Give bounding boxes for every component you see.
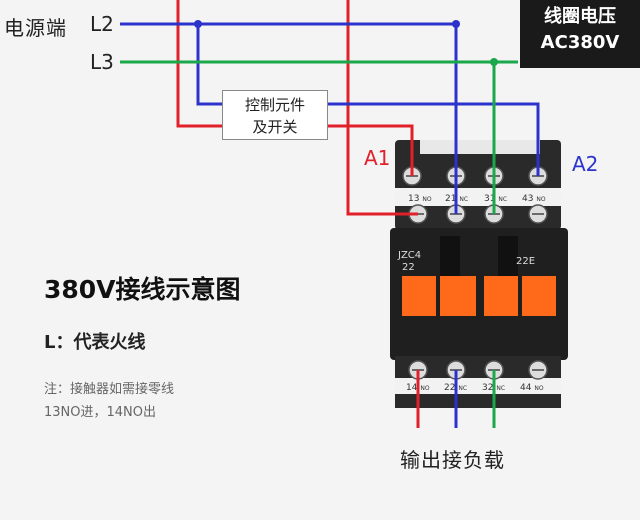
terminal-label-21: 21 NC xyxy=(445,194,468,204)
junction-dot xyxy=(452,20,460,28)
line-label-l2: L2 xyxy=(90,12,114,36)
model-name: JZC4 xyxy=(397,250,421,261)
coil-voltage-box: 线圈电压 AC380V xyxy=(520,0,640,68)
note-line1: 注：接触器如需接零线 xyxy=(44,382,175,397)
control-element-box: 控制元件 及开关 xyxy=(222,90,328,140)
contactor-cap xyxy=(420,140,540,154)
junction-dot xyxy=(194,20,202,28)
contactor-bottom-strip xyxy=(395,378,561,394)
supply-label: 电源端 xyxy=(4,16,67,40)
line-label-l3: L3 xyxy=(90,50,114,74)
terminal-label-32: 32 NC xyxy=(482,383,505,393)
contact-window-1 xyxy=(402,276,436,316)
coil-voltage-title: 线圈电压 xyxy=(544,6,616,27)
terminal-label-22: 22 NC xyxy=(444,383,467,393)
red-wire-13 xyxy=(346,0,418,216)
terminal-label-13: 13 NO xyxy=(408,194,432,204)
contact-window-3 xyxy=(484,276,518,316)
diagram-title: 380V接线示意图 xyxy=(44,275,241,304)
contact-window-4 xyxy=(522,276,556,316)
legend-text: L：代表火线 xyxy=(44,332,146,353)
control-box-line2: 及开关 xyxy=(252,118,298,136)
coil-terminal-a2: A2 xyxy=(572,152,599,176)
control-box-line1: 控制元件 xyxy=(244,96,305,114)
model-code: 22E xyxy=(516,256,535,267)
coil-terminal-a1: A1 xyxy=(364,146,391,170)
contact-slot xyxy=(440,236,460,276)
terminal-label-31: 31 NC xyxy=(484,194,507,204)
note-line2: 13NO进，14NO出 xyxy=(44,405,156,420)
model-sub: 22 xyxy=(402,262,415,273)
junction-dot xyxy=(490,58,498,66)
note-text: 注：接触器如需接零线 13NO进，14NO出 xyxy=(44,378,174,424)
coil-voltage-value: AC380V xyxy=(540,32,620,53)
contactor-body xyxy=(390,228,568,360)
contactor-top-housing xyxy=(395,140,561,230)
output-label: 输出接负载 xyxy=(400,448,505,472)
contact-slot xyxy=(498,236,518,276)
terminal-label-14: 14 NO xyxy=(406,383,430,393)
contact-window-2 xyxy=(440,276,476,316)
terminal-label-43: 43 NO xyxy=(522,194,546,204)
blue-wire-control xyxy=(196,24,540,176)
contactor-label-strip xyxy=(395,188,561,206)
terminal-label-44: 44 NO xyxy=(520,383,544,393)
